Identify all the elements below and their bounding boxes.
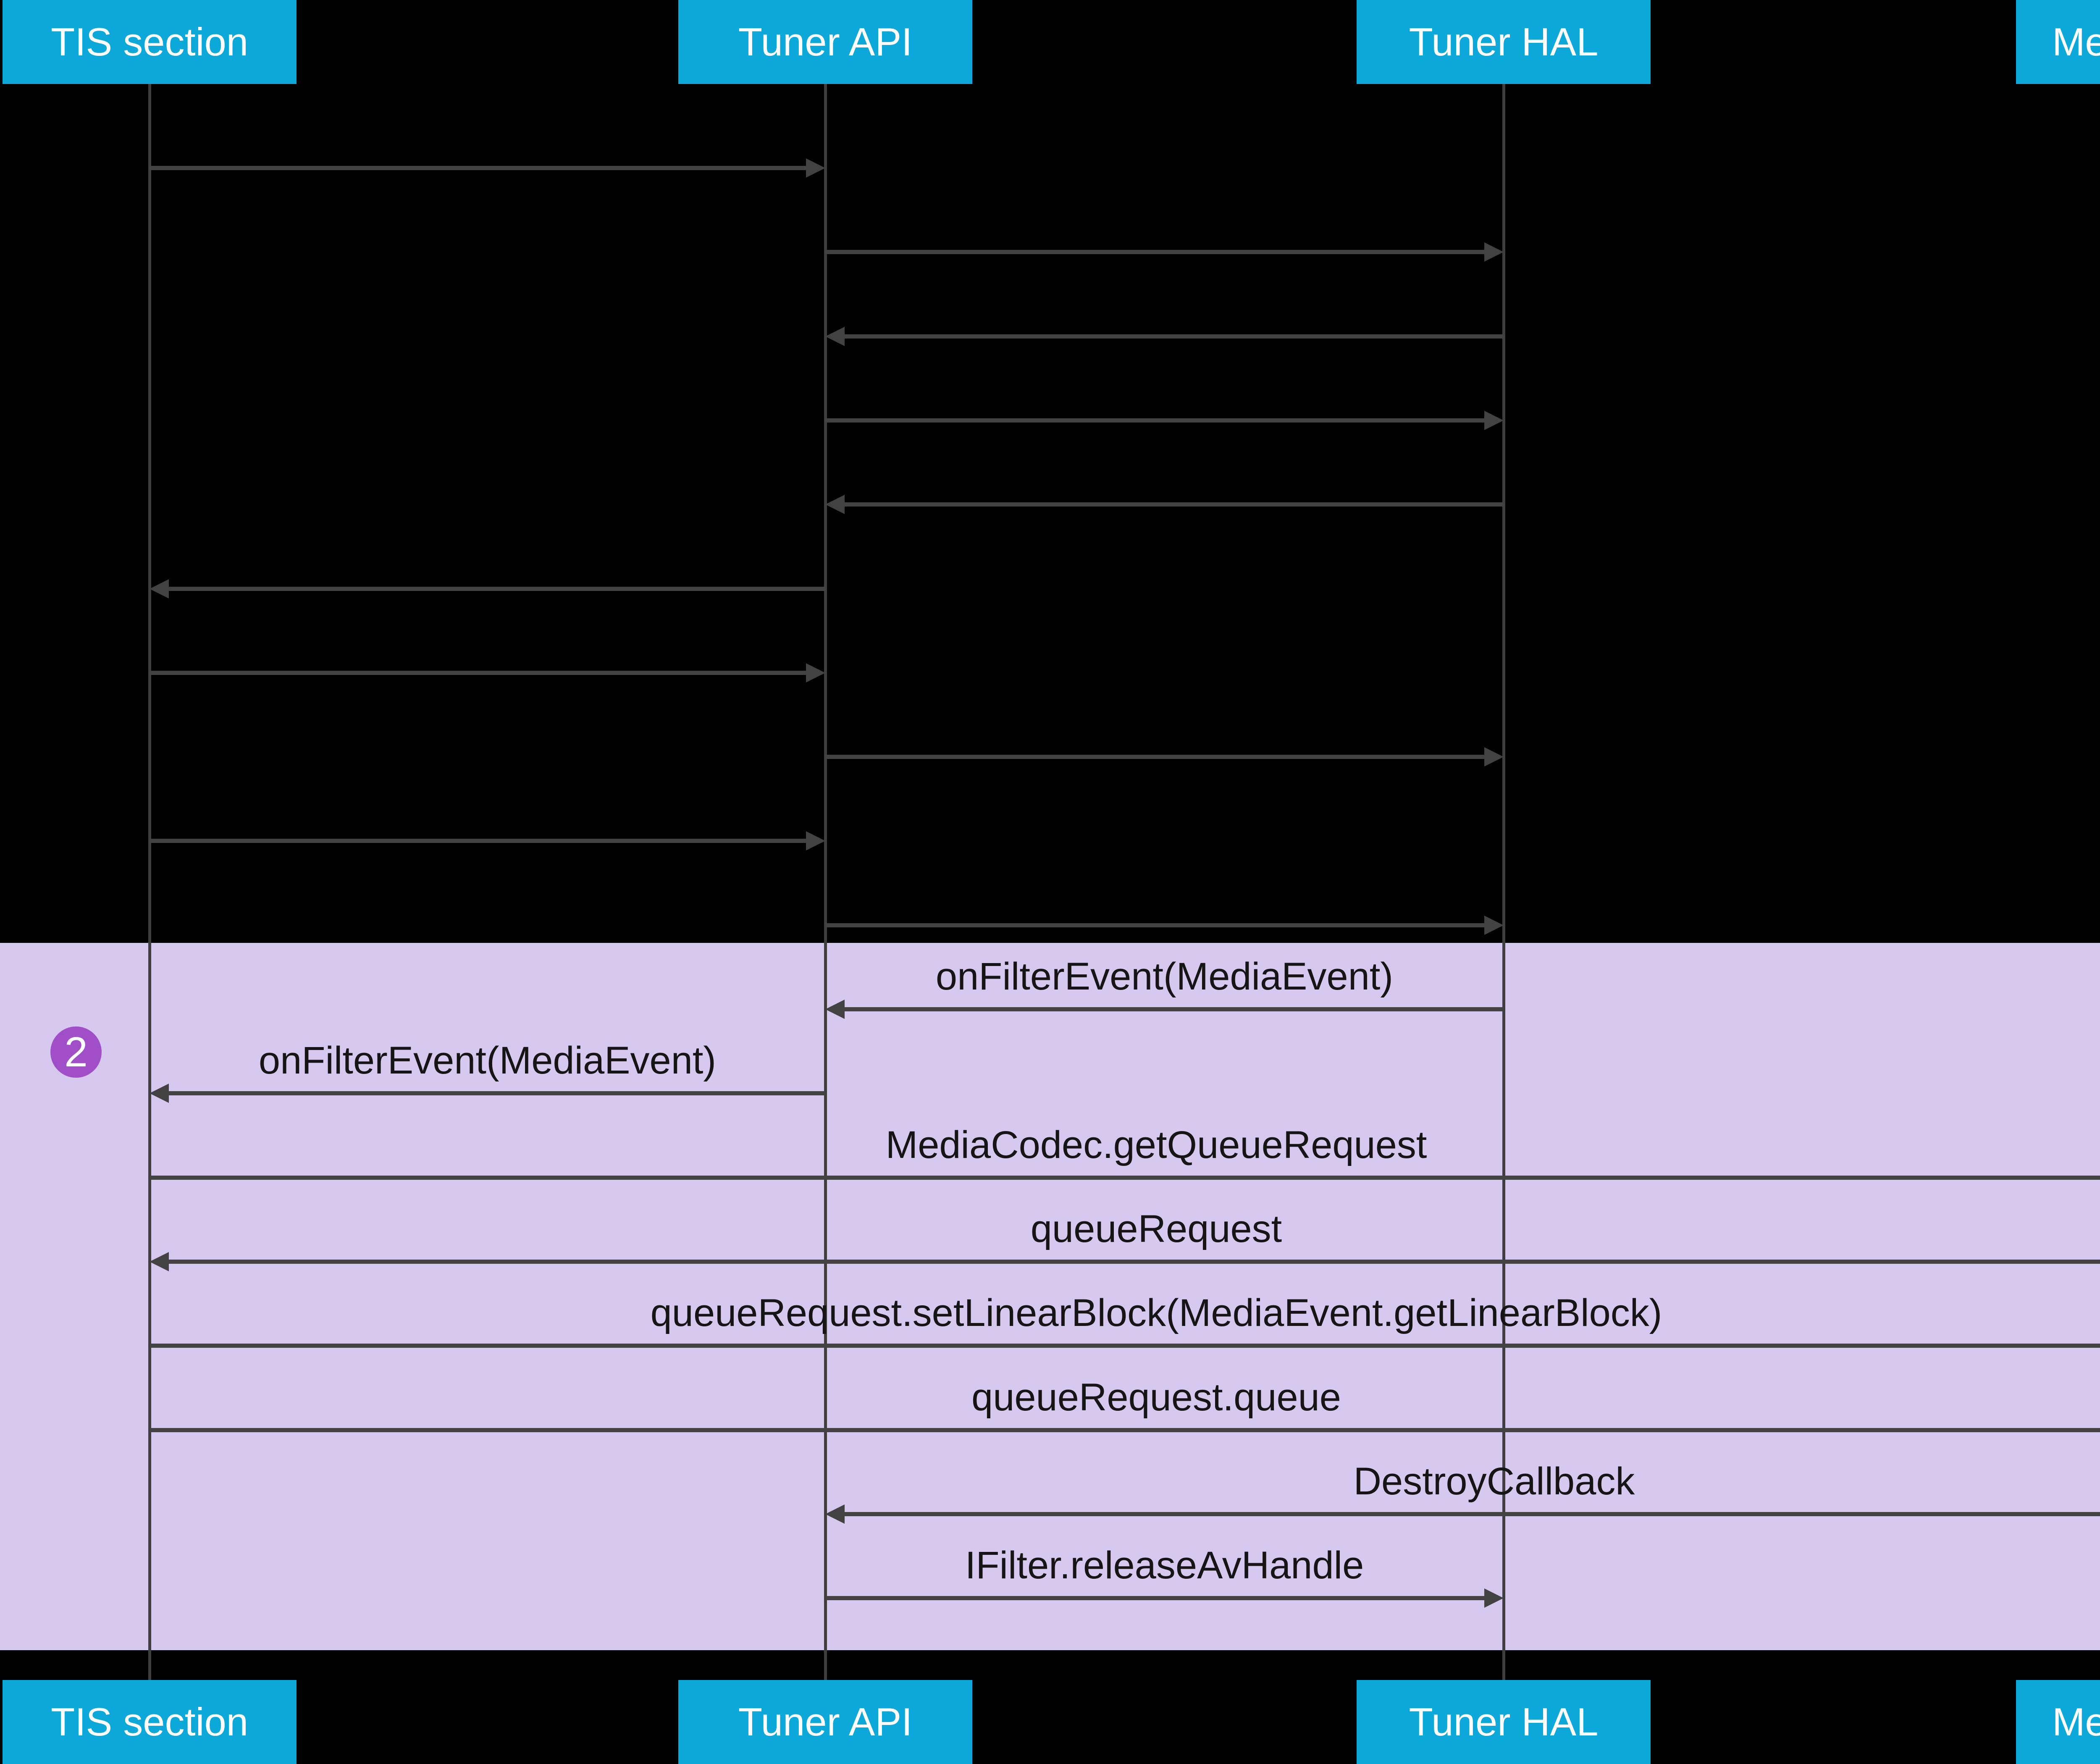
message-arrow-api-to-hal <box>825 411 1504 430</box>
message-label: DestroyCallback <box>1353 1460 1635 1503</box>
lifeline-tis <box>148 84 151 1680</box>
arrow-shaft <box>150 1428 2100 1432</box>
arrowhead-left-icon <box>150 1252 169 1271</box>
message-arrow-hal-to-api <box>825 1000 1504 1019</box>
arrow-shaft <box>825 1596 1487 1600</box>
arrow-shaft <box>842 1007 1504 1011</box>
arrowhead-left-icon <box>825 327 845 346</box>
message-arrow-hal-to-api <box>825 495 1504 514</box>
actor-header-tis: TIS section <box>3 0 297 84</box>
arrowhead-right-icon <box>806 663 825 682</box>
actor-footer-hal: Tuner HAL <box>1357 1680 1651 1764</box>
arrowhead-right-icon <box>1484 1588 1504 1608</box>
actor-footer-api: Tuner API <box>678 1680 972 1764</box>
arrow-shaft <box>150 839 808 843</box>
arrowhead-left-icon <box>150 1084 169 1103</box>
message-arrow-api-to-hal <box>825 747 1504 766</box>
arrowhead-left-icon <box>825 1504 845 1524</box>
actor-header-hal: Tuner HAL <box>1357 0 1651 84</box>
message-arrow-mc-to-api <box>825 1504 2100 1524</box>
message-label: queueRequest.setLinearBlock(MediaEvent.g… <box>650 1292 1662 1334</box>
message-arrow-api-to-tis <box>150 579 825 598</box>
arrowhead-right-icon <box>806 158 825 178</box>
message-arrow-tis-to-api <box>150 158 825 178</box>
message-arrow-api-to-hal <box>825 242 1504 262</box>
actor-footer-mc: MediaCodec <box>2016 1680 2100 1764</box>
arrow-shaft <box>825 250 1487 254</box>
actor-footer-tis: TIS section <box>3 1680 297 1764</box>
actor-header-api: Tuner API <box>678 0 972 84</box>
arrow-shaft <box>150 671 808 675</box>
arrow-shaft <box>842 502 1504 507</box>
arrow-shaft <box>166 1260 2100 1264</box>
message-arrow-api-to-tis <box>150 1084 825 1103</box>
message-arrow-api-to-hal <box>825 1588 1504 1608</box>
arrow-shaft <box>842 334 1504 339</box>
highlight-section-2-band <box>0 943 2100 1650</box>
message-arrow-api-to-hal <box>825 916 1504 935</box>
message-arrow-hal-to-api <box>825 327 1504 346</box>
arrow-shaft <box>825 418 1487 423</box>
message-label: queueRequest <box>1030 1208 1282 1250</box>
arrowhead-left-icon <box>825 495 845 514</box>
step-2-badge: 2 <box>50 1026 102 1078</box>
message-arrow-tis-to-api <box>150 663 825 682</box>
message-label: onFilterEvent(MediaEvent) <box>935 955 1394 998</box>
lifeline-api <box>824 84 827 1680</box>
arrowhead-right-icon <box>1484 242 1504 262</box>
arrowhead-left-icon <box>150 579 169 598</box>
message-arrow-tis-to-api <box>150 831 825 850</box>
arrowhead-right-icon <box>1484 747 1504 766</box>
arrow-shaft <box>150 1176 2100 1180</box>
arrow-shaft <box>166 1091 825 1095</box>
lifeline-hal <box>1502 84 1505 1680</box>
message-label: queueRequest.queue <box>971 1376 1341 1419</box>
actor-header-mc: MediaCodec <box>2016 0 2100 84</box>
arrowhead-left-icon <box>825 1000 845 1019</box>
arrow-shaft <box>150 166 808 170</box>
arrow-shaft <box>166 587 825 591</box>
message-arrow-tis-to-mc <box>150 1168 2100 1187</box>
arrowhead-right-icon <box>1484 411 1504 430</box>
arrow-shaft <box>842 1512 2100 1516</box>
message-arrow-tis-to-mc <box>150 1420 2100 1440</box>
arrow-shaft <box>150 1344 2100 1348</box>
message-arrow-tis-to-mc <box>150 1336 2100 1355</box>
arrow-shaft <box>825 755 1487 759</box>
message-arrow-mc-to-tis <box>150 1252 2100 1271</box>
message-label: onFilterEvent(MediaEvent) <box>258 1039 717 1082</box>
message-label: IFilter.releaseAvHandle <box>965 1544 1364 1587</box>
arrow-shaft <box>825 923 1487 927</box>
arrowhead-right-icon <box>1484 916 1504 935</box>
arrowhead-right-icon <box>806 831 825 850</box>
message-label: MediaCodec.getQueueRequest <box>885 1124 1427 1166</box>
